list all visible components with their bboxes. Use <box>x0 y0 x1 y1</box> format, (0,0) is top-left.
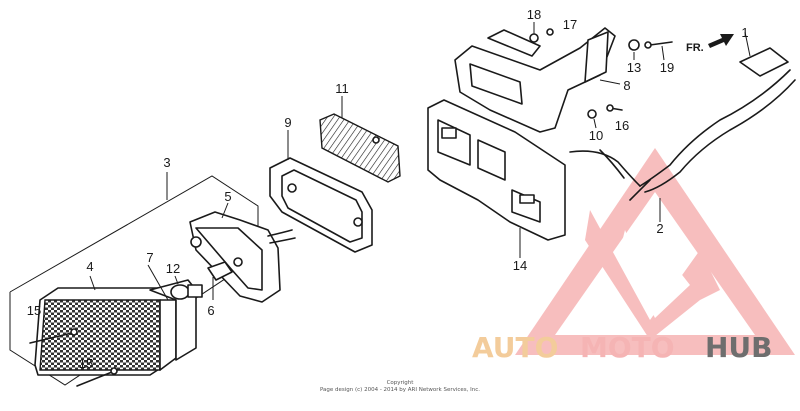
part-11-reflector <box>319 96 401 183</box>
callout-16: 16 <box>615 118 629 133</box>
callout-7: 7 <box>146 250 153 265</box>
front-label: FR. <box>686 42 704 54</box>
watermark-text-auto: AUTO <box>472 331 558 364</box>
part-15-screw-top <box>29 328 78 344</box>
callout-8: 8 <box>623 78 630 93</box>
callout-10: 10 <box>589 128 603 143</box>
callout-19: 19 <box>660 60 674 75</box>
callout-5: 5 <box>224 189 231 204</box>
front-arrow-icon <box>708 34 734 48</box>
copyright-notice: Copyright Page design (c) 2004 - 2014 by… <box>320 380 480 393</box>
watermark-logo: AUTO MOTO HUB <box>472 148 795 364</box>
part-6-socket <box>207 261 233 300</box>
part-16-bolt <box>606 104 623 112</box>
part-7-gasket <box>147 264 197 361</box>
callout-6: 6 <box>207 303 214 318</box>
part-5-lamp-housing <box>189 202 296 303</box>
callout-15-top: 15 <box>27 303 41 318</box>
part-15-screw-bottom <box>76 367 118 387</box>
callout-1: 1 <box>741 25 748 40</box>
part-8-upper-bracket <box>454 27 621 133</box>
callout-3: 3 <box>163 155 170 170</box>
part-14-license-bracket <box>427 99 566 258</box>
callout-11: 11 <box>335 81 349 96</box>
part-4-tail-lens <box>34 275 177 376</box>
part-12-bulb <box>170 275 203 300</box>
callout-4: 4 <box>86 259 93 274</box>
callout-14: 14 <box>513 258 527 273</box>
part-1-wire-cap <box>739 31 789 77</box>
callout-15-bottom: 15 <box>79 356 93 371</box>
part-9-reflector-frame <box>269 130 373 253</box>
part-17-washer <box>546 28 554 36</box>
callout-13: 13 <box>627 60 641 75</box>
watermark-wave <box>585 210 720 340</box>
part-10-nut <box>587 109 597 129</box>
watermark-triangle-inner <box>555 192 755 335</box>
callout-12: 12 <box>166 261 180 276</box>
copyright-line-2: Page design (c) 2004 - 2014 by ARI Netwo… <box>320 387 480 393</box>
front-direction-indicator: FR. <box>686 34 734 54</box>
callout-2: 2 <box>656 221 663 236</box>
watermark-text-moto: MOTO <box>580 331 675 364</box>
part-2-wire-harness <box>569 69 796 222</box>
part-13-nut <box>628 39 640 60</box>
callout-18: 18 <box>527 7 541 22</box>
copyright-line-1: Copyright <box>387 380 415 386</box>
callout-17: 17 <box>563 17 577 32</box>
callout-labels: 1 2 3 4 5 6 7 9 10 11 12 13 14 15 15 16 … <box>27 7 749 371</box>
callout-9: 9 <box>284 115 291 130</box>
watermark-text-hub: HUB <box>705 331 773 364</box>
part-18-bolt <box>529 22 539 43</box>
part-19-bolt <box>644 41 673 61</box>
